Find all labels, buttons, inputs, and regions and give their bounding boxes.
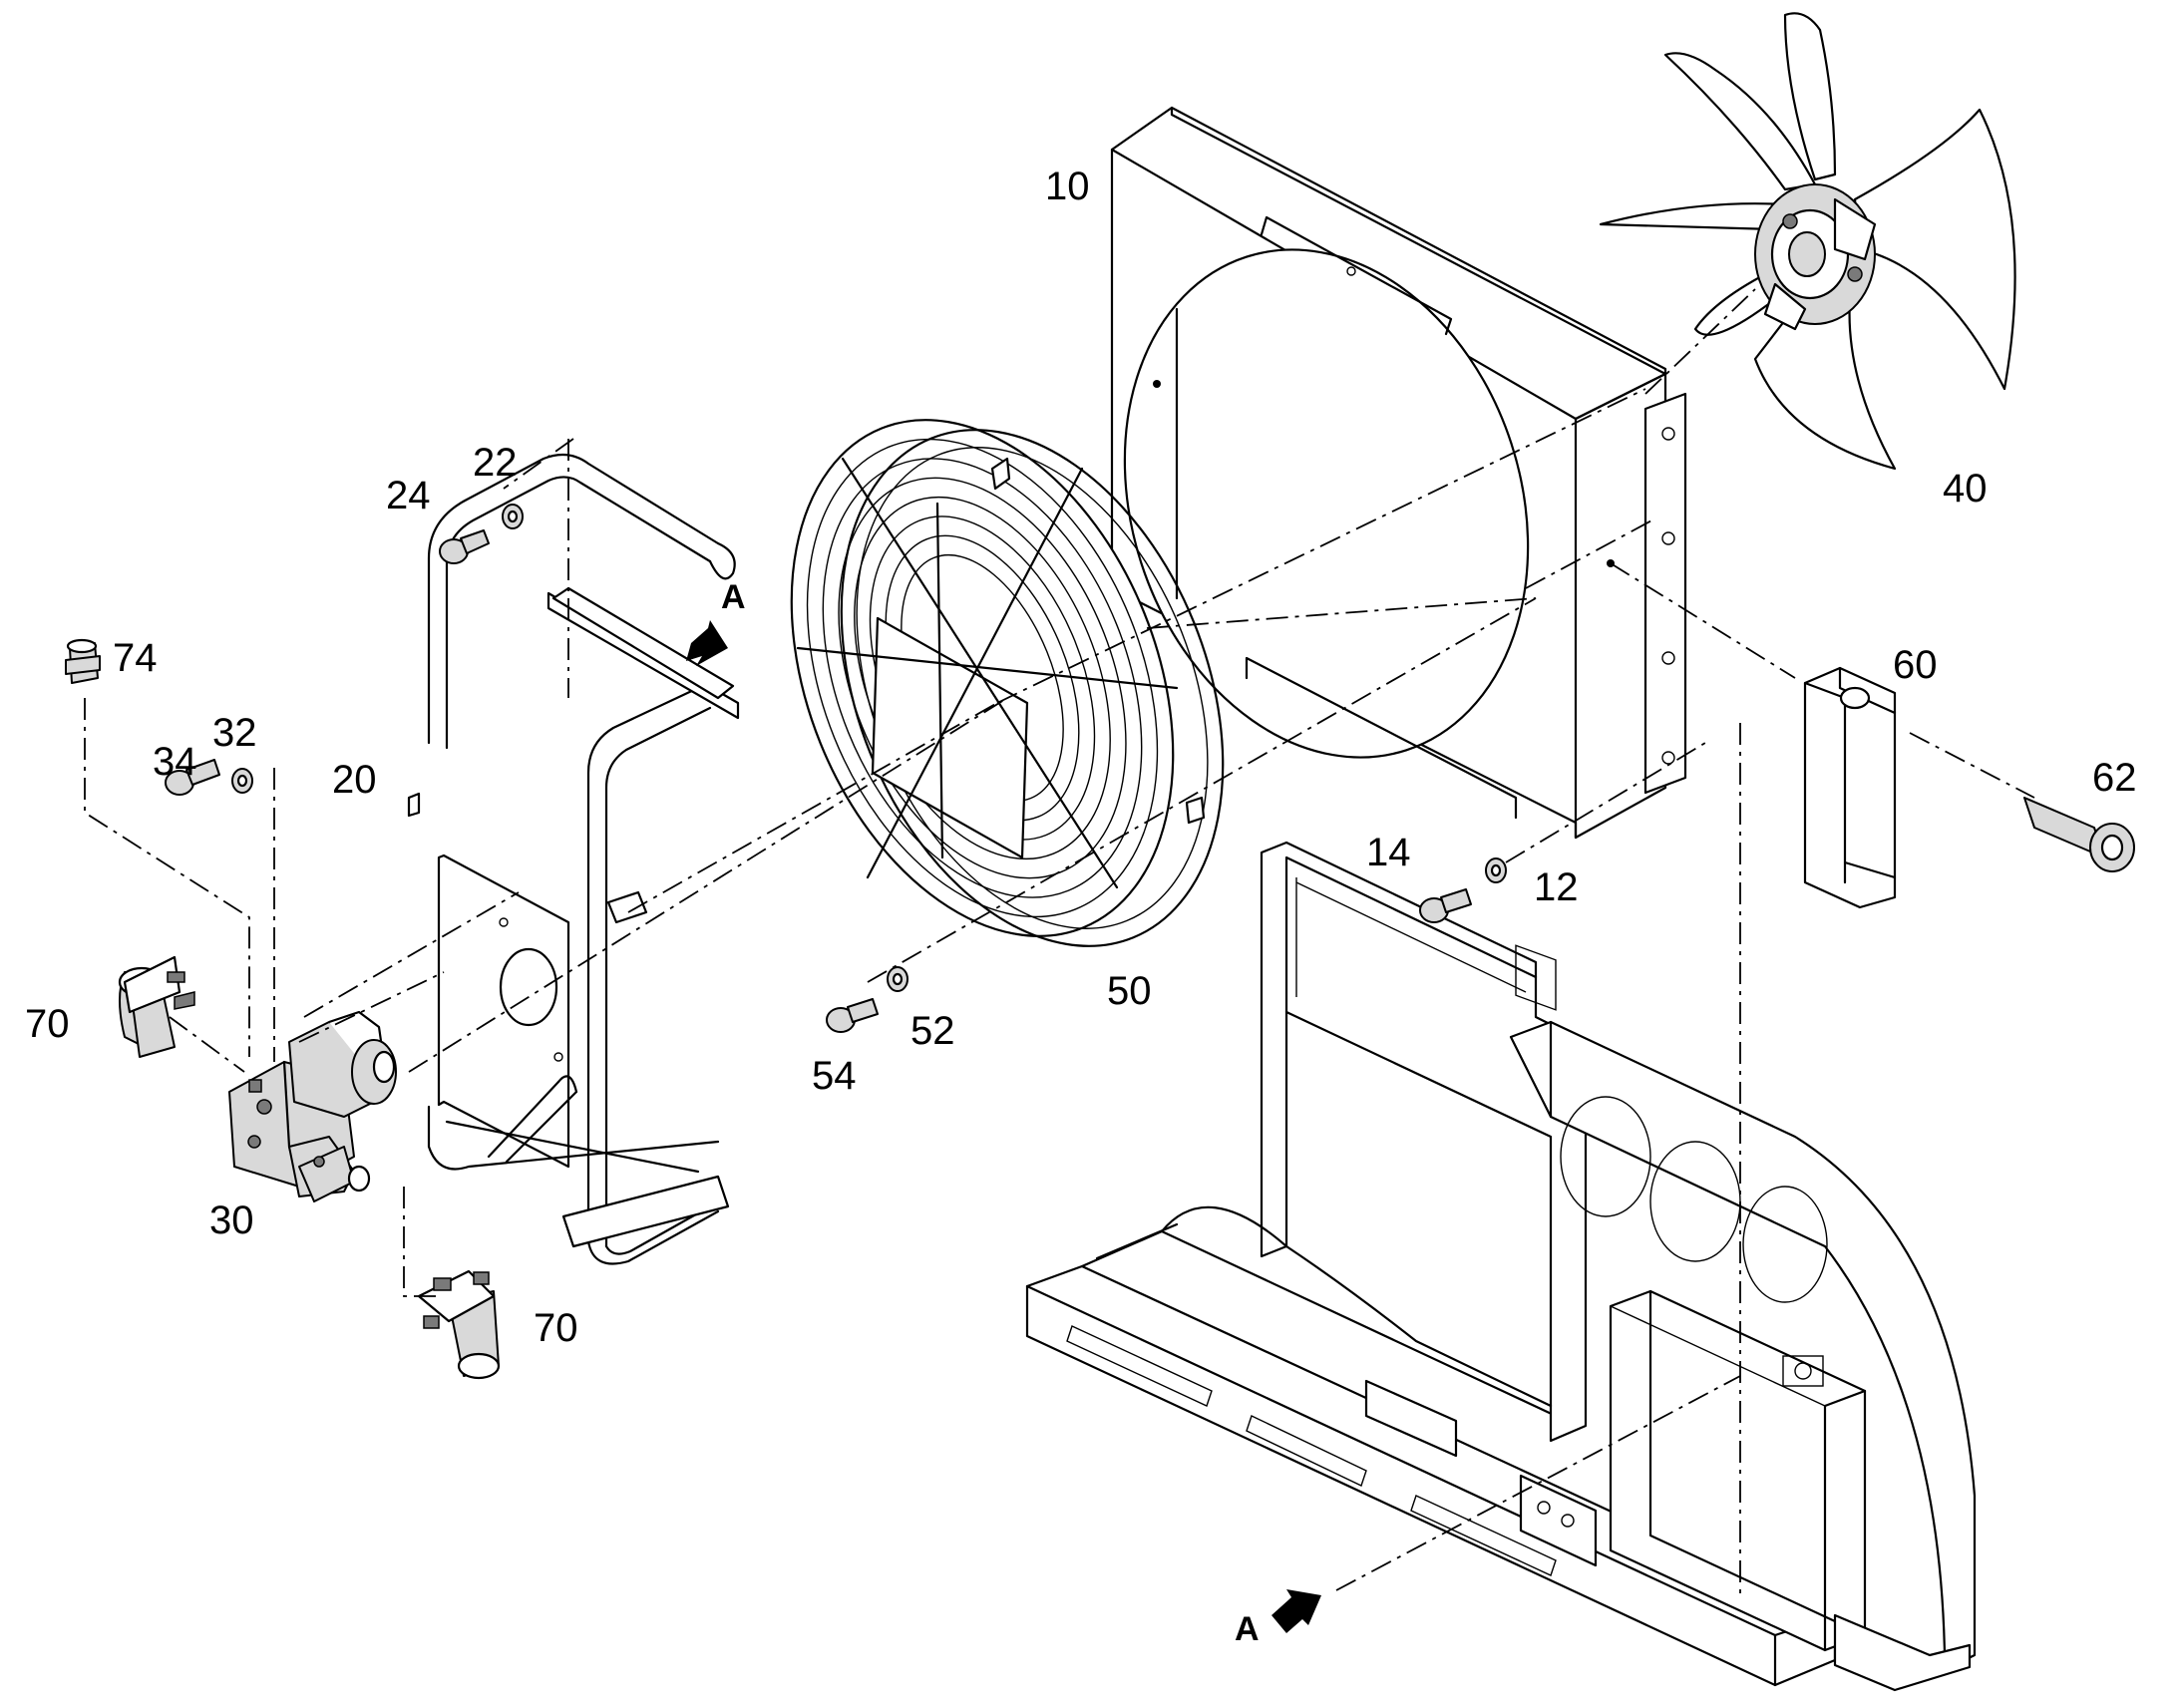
label-50: 50: [1107, 969, 1152, 1013]
label-20: 20: [332, 758, 377, 802]
mounting-bracket: [407, 453, 740, 1265]
bolt-24: [439, 529, 490, 564]
bolt-54: [826, 998, 879, 1033]
label-10: 10: [1045, 165, 1090, 208]
label-30: 30: [209, 1198, 254, 1242]
label-62: 62: [2092, 756, 2137, 800]
center-lines: [84, 288, 2035, 1297]
view-arrow-bottom: [1272, 1589, 1321, 1633]
bolt-34: [165, 759, 220, 796]
label-60: 60: [1893, 643, 1938, 687]
elbow-fitting-lower: [417, 1269, 501, 1380]
washer-52: [887, 966, 908, 992]
washer-32: [231, 768, 253, 794]
elbow-fitting-upper: [118, 955, 195, 1058]
label-52: 52: [910, 1009, 955, 1053]
label-12: 12: [1534, 865, 1579, 909]
label-24: 24: [386, 474, 431, 517]
view-label-bottom: A: [1235, 1610, 1260, 1648]
fan-shroud: [1110, 106, 1687, 1011]
label-74: 74: [113, 636, 158, 680]
washer-12: [1485, 857, 1507, 883]
fan-guard: [790, 419, 1225, 947]
hydraulic-pump: [228, 1010, 397, 1202]
part-labels: 10 40 22 24 74 32 34 20 60 62 14 12 50 5…: [25, 165, 2137, 1648]
fitting-74: [65, 638, 101, 684]
label-70-lower: 70: [534, 1306, 578, 1350]
label-22: 22: [473, 441, 518, 485]
fan-blade-assembly: [1599, 12, 2016, 471]
handle-60: [1803, 666, 1897, 909]
view-arrow-top: [686, 620, 728, 666]
label-34: 34: [153, 740, 197, 784]
chassis-frame: [1025, 723, 1977, 1692]
view-label-top: A: [721, 578, 746, 616]
bolt-14: [1419, 888, 1472, 923]
label-14: 14: [1366, 831, 1411, 874]
bolt-62: [2023, 797, 2135, 872]
label-70-upper: 70: [25, 1002, 70, 1046]
label-40: 40: [1943, 467, 1988, 511]
label-54: 54: [812, 1054, 857, 1098]
label-32: 32: [212, 711, 257, 755]
washer-22: [502, 504, 524, 529]
